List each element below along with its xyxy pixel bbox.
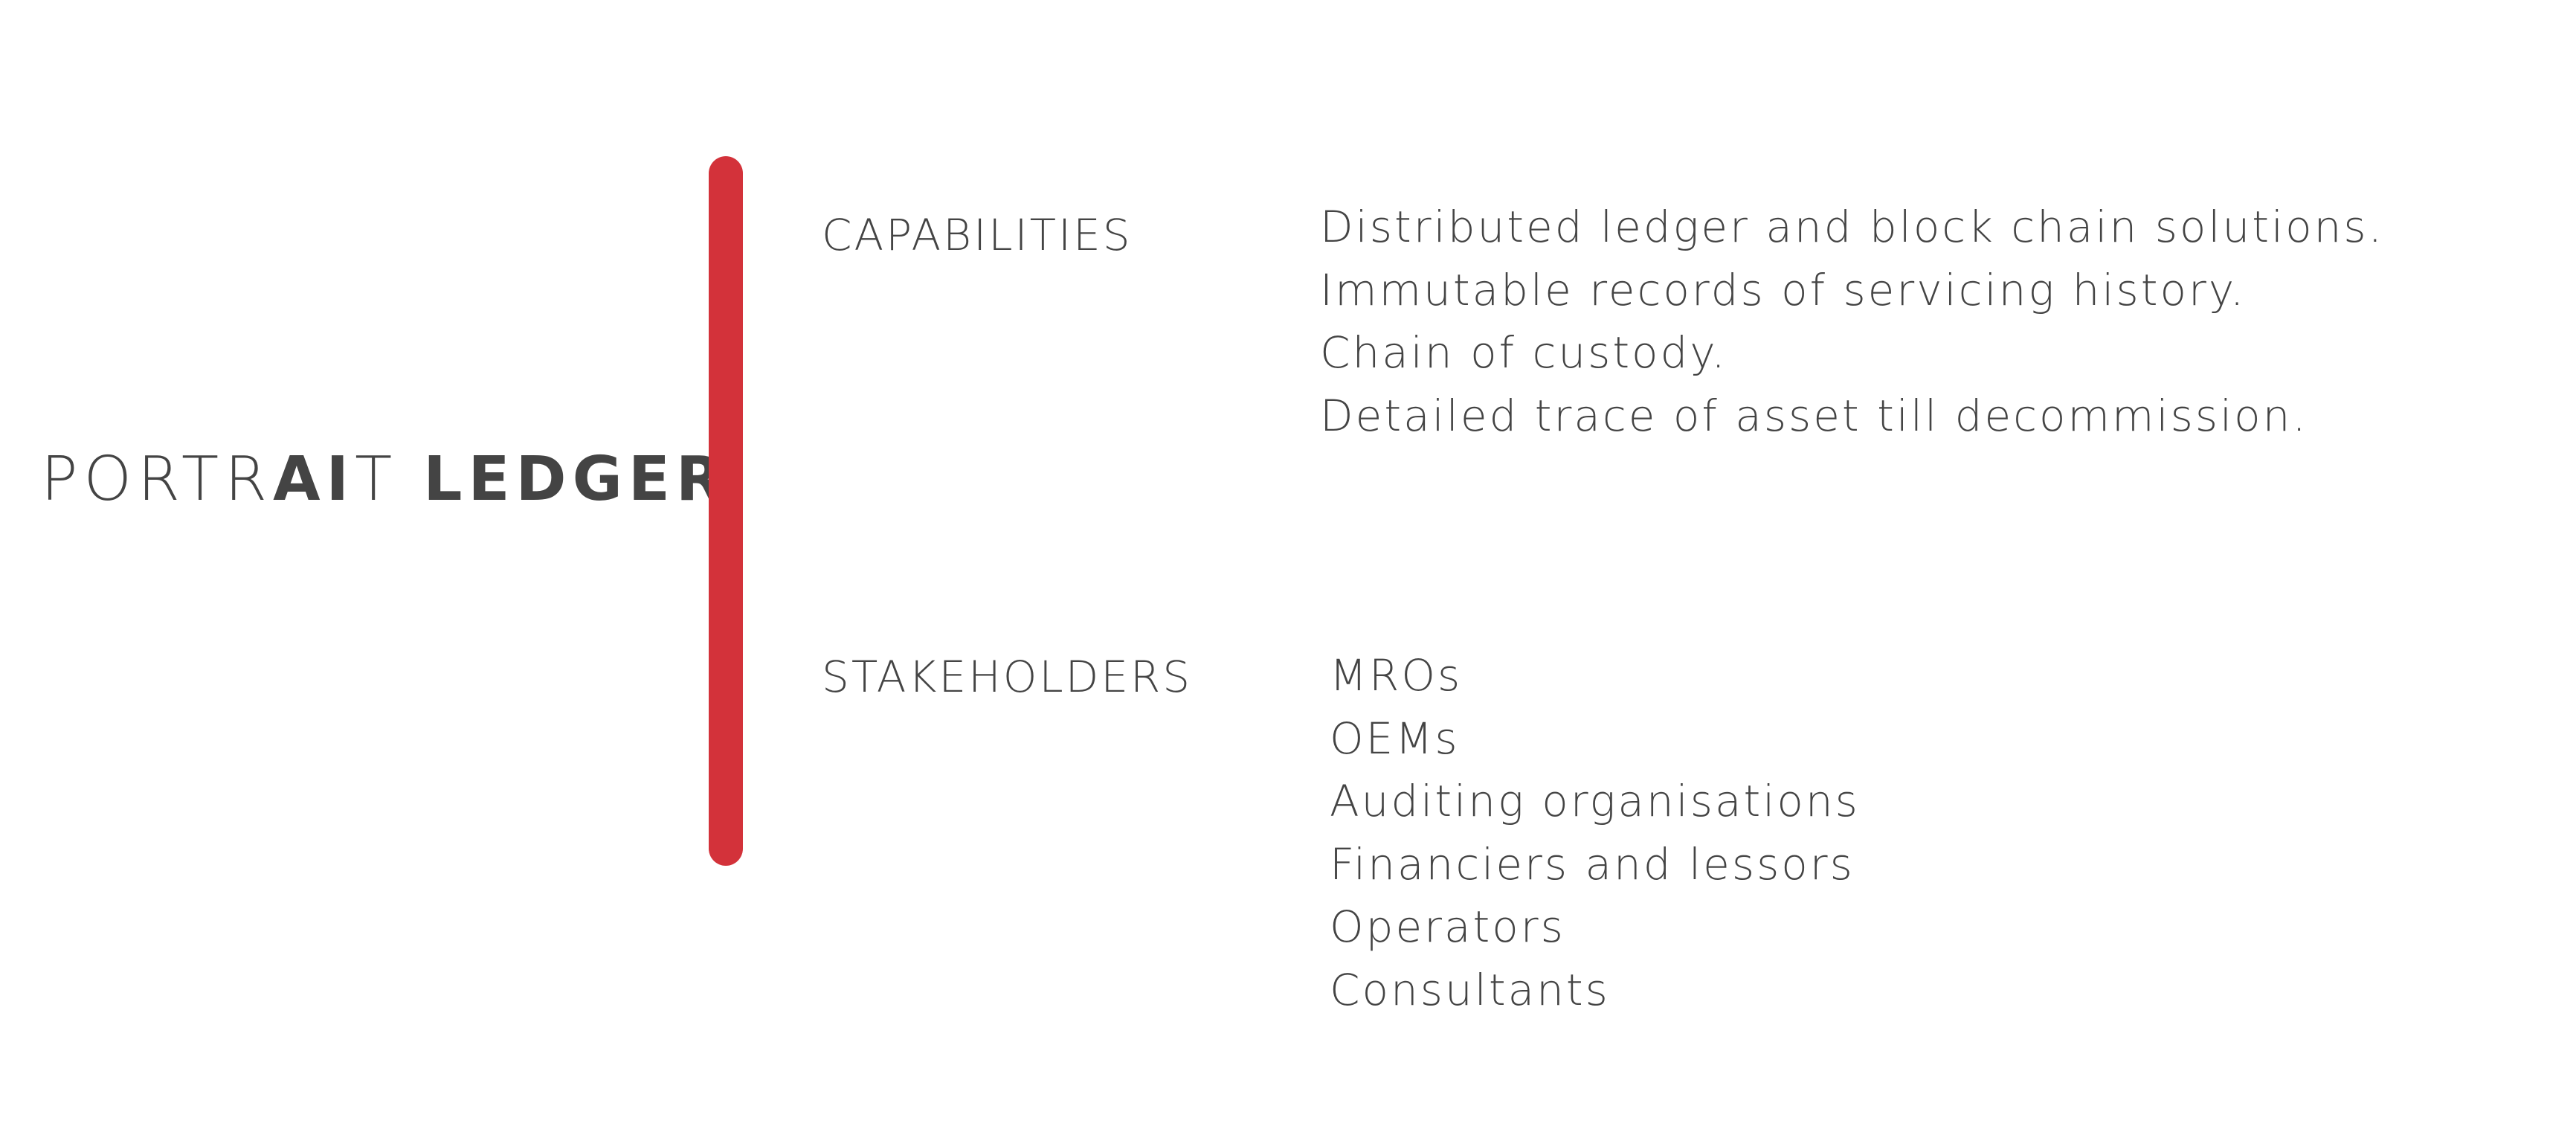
stakeholders-list: MROs OEMs Auditing organisations Financi… — [1330, 644, 1860, 1021]
accent-divider-bar — [709, 156, 743, 866]
capability-item: Chain of custody. — [1320, 327, 1727, 378]
capability-item: Immutable records of servicing history. — [1320, 264, 2247, 315]
capabilities-heading: CAPABILITIES — [822, 210, 1133, 260]
logo-text-ledger: LEDGER — [423, 444, 730, 515]
stakeholder-item: OEMs — [1330, 713, 1460, 764]
logo-text-portr: PORTR — [41, 444, 274, 515]
capability-item: Detailed trace of asset till decommissio… — [1320, 390, 2308, 441]
capabilities-list: Distributed ledger and block chain solut… — [1320, 196, 2384, 447]
stakeholder-item: MROs — [1330, 650, 1463, 701]
stakeholder-item: Consultants — [1330, 964, 1610, 1015]
stakeholders-heading: STAKEHOLDERS — [822, 652, 1193, 702]
capability-item: Distributed ledger and block chain solut… — [1320, 202, 2385, 252]
stakeholder-item: Operators — [1330, 901, 1565, 952]
logo-text-t: T — [355, 444, 399, 515]
brand-logo: PORTRAIT LEDGER — [41, 439, 729, 521]
stakeholder-item: Financiers and lessors — [1330, 838, 1855, 890]
stakeholder-item: Auditing organisations — [1330, 776, 1860, 826]
logo-text-ai: AI — [273, 444, 355, 515]
